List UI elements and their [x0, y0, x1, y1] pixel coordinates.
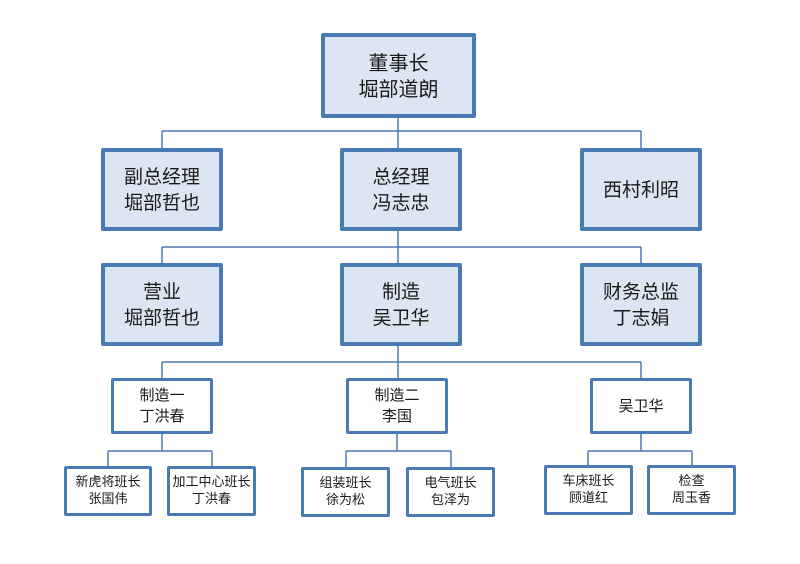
connector-chairman: [161, 118, 642, 148]
connector-mfg2: [345, 434, 452, 467]
machining-title: 加工中心班长: [172, 475, 251, 490]
assembly-title: 组装班长: [319, 476, 372, 491]
lathe-box: 车床班长 顾道红: [544, 465, 633, 515]
inspection-title: 检查: [678, 474, 705, 489]
vice-gm-name: 堀部哲也: [123, 191, 200, 214]
connector-wuweihua: [587, 434, 693, 465]
electrical-name: 包泽为: [430, 493, 470, 508]
assembly-name: 徐为松: [325, 493, 365, 508]
connector-mfg1: [107, 434, 213, 466]
xinhu-title: 新虎将班长: [75, 475, 141, 490]
mfg2-box: 制造二 李国: [346, 378, 448, 434]
lathe-name: 顾道红: [568, 491, 608, 506]
inspection-box: 检查 周玉香: [647, 465, 736, 515]
wuweihua-box: 吴卫华: [590, 378, 692, 434]
sales-box: 营业 堀部哲也: [101, 263, 223, 346]
machining-name: 丁洪春: [191, 492, 231, 507]
lathe-title: 车床班长: [562, 474, 615, 489]
manufacturing-box: 制造 吴卫华: [340, 263, 462, 346]
wuweihua-name: 吴卫华: [618, 396, 664, 415]
chairman-title: 董事长: [368, 50, 429, 75]
gm-title: 总经理: [372, 165, 430, 188]
nishimura-name: 西村利昭: [602, 178, 679, 201]
mfg2-name: 李国: [381, 407, 412, 425]
chairman-name: 堀部道朗: [358, 76, 439, 101]
manufacturing-name: 吴卫华: [372, 306, 430, 329]
xinhu-name: 张国伟: [88, 492, 128, 507]
finance-box: 财务总监 丁志娟: [580, 263, 702, 346]
connector-manufacturing: [161, 346, 642, 378]
connector-gm: [161, 231, 642, 263]
nishimura-box: 西村利昭: [580, 148, 702, 231]
inspection-name: 周玉香: [671, 491, 711, 506]
mfg2-title: 制造二: [374, 386, 420, 404]
machining-box: 加工中心班长 丁洪春: [167, 466, 256, 516]
mfg1-title: 制造一: [139, 386, 185, 404]
electrical-box: 电气班长 包泽为: [406, 467, 495, 517]
finance-name: 丁志娟: [612, 306, 670, 329]
gm-name: 冯志忠: [372, 191, 430, 214]
sales-name: 堀部哲也: [123, 306, 200, 329]
manufacturing-title: 制造: [381, 280, 420, 303]
finance-title: 财务总监: [602, 280, 679, 303]
vice-gm-box: 副总经理 堀部哲也: [101, 148, 223, 231]
gm-box: 总经理 冯志忠: [340, 148, 462, 231]
xinhu-box: 新虎将班长 张国伟: [64, 466, 152, 516]
vice-gm-title: 副总经理: [123, 165, 200, 188]
mfg1-box: 制造一 丁洪春: [111, 378, 213, 434]
sales-title: 营业: [142, 280, 181, 303]
chairman-box: 董事长 堀部道朗: [321, 33, 476, 118]
electrical-title: 电气班长: [424, 476, 477, 491]
mfg1-name: 丁洪春: [139, 407, 185, 425]
assembly-box: 组装班长 徐为松: [301, 467, 390, 517]
